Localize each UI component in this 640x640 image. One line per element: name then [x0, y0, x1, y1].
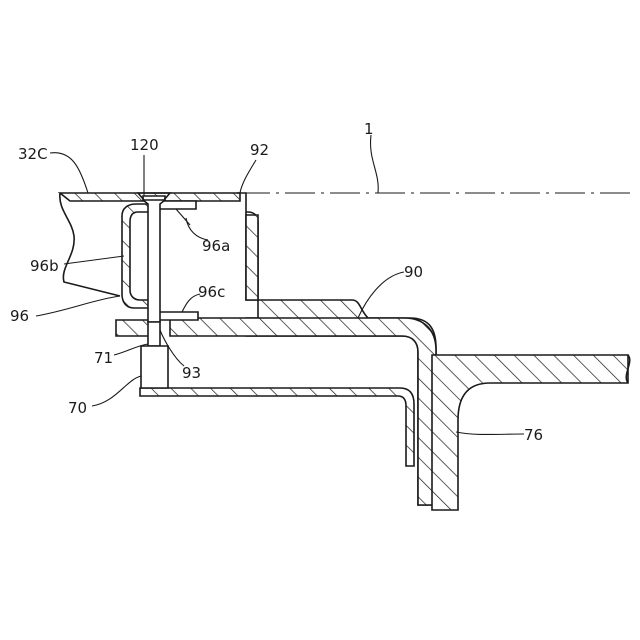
leader-96	[36, 296, 120, 316]
label-96c: 96c	[198, 283, 225, 301]
bracket-96	[122, 204, 150, 308]
leader-1	[371, 135, 379, 193]
plate-90	[170, 318, 436, 505]
leader-92	[240, 160, 256, 193]
leader-70	[92, 376, 141, 406]
label-96b: 96b	[30, 257, 59, 275]
label-32c: 32C	[18, 145, 48, 163]
label-90: 90	[404, 263, 423, 281]
label-71: 71	[94, 349, 113, 367]
washer	[116, 320, 150, 336]
label-96: 96	[10, 307, 29, 325]
lower-plate	[140, 388, 414, 466]
tab-96a-diagonal	[176, 209, 190, 225]
label-120: 120	[130, 136, 159, 154]
leader-32c	[50, 153, 88, 193]
panel-32c-break-line	[60, 193, 120, 296]
label-1: 1	[364, 120, 374, 138]
bracket-92-inner	[246, 215, 258, 300]
label-76: 76	[524, 426, 543, 444]
leader-76	[456, 432, 524, 435]
label-70: 70	[68, 399, 87, 417]
grommet-70	[141, 346, 168, 388]
pin-71	[148, 322, 160, 346]
label-93: 93	[182, 364, 201, 382]
leader-96b	[64, 256, 124, 264]
label-92: 92	[250, 141, 269, 159]
label-96a: 96a	[202, 237, 230, 255]
leader-90	[358, 272, 404, 318]
